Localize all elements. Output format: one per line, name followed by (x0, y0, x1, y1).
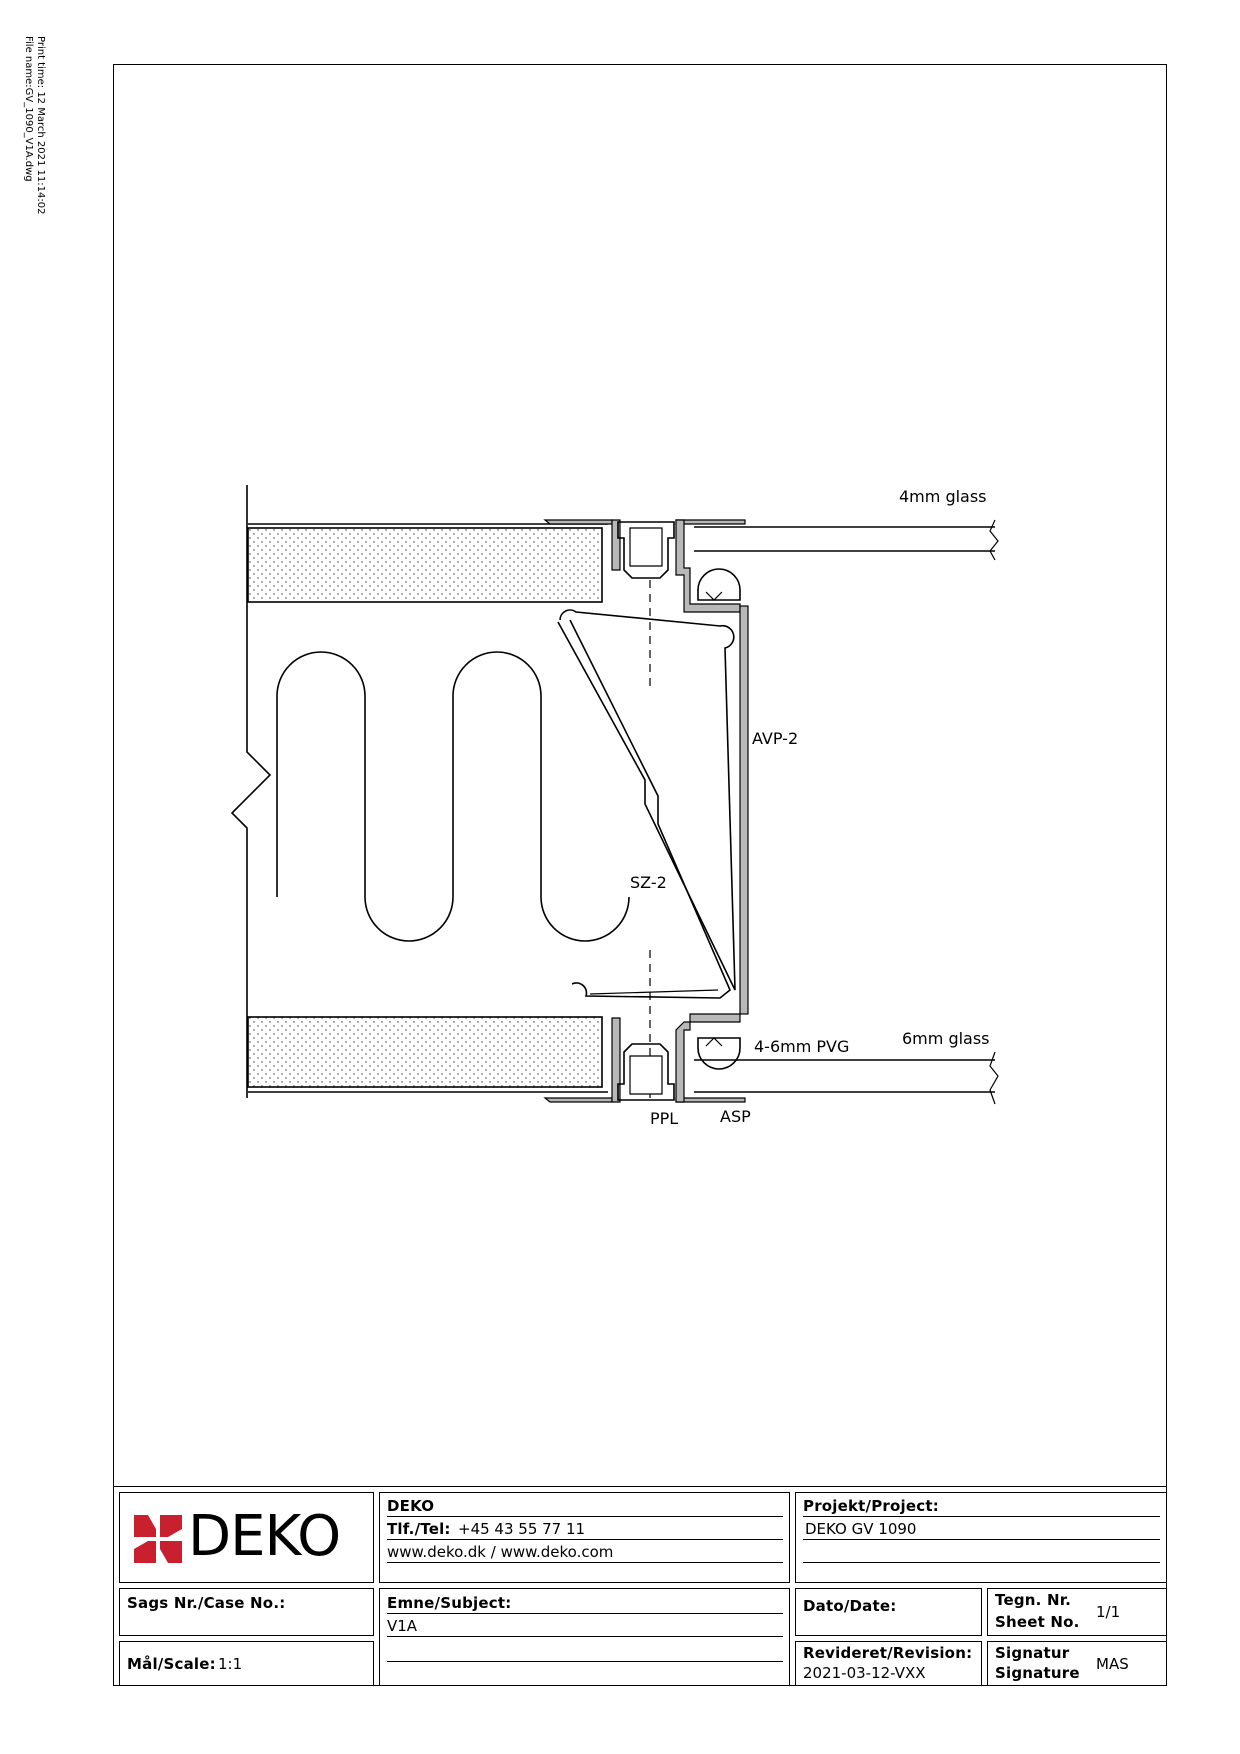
signature-value: MAS (1096, 1655, 1129, 1673)
label-6mm-glass: 6mm glass (902, 1029, 990, 1048)
company-name: DEKO (387, 1497, 435, 1515)
date-label: Dato/Date: (803, 1597, 897, 1615)
wall-edge-line (230, 485, 272, 1098)
subject-label: Emne/Subject: (387, 1594, 512, 1612)
label-avp-2: AVP-2 (752, 729, 798, 748)
deko-logo-icon (134, 1515, 182, 1563)
website-text: www.deko.dk / www.deko.com (387, 1543, 614, 1561)
sz-bracket (557, 609, 736, 991)
sheet-cell: Tegn. Nr. Sheet No. 1/1 (987, 1588, 1167, 1636)
frame-bottom-profile (543, 1097, 613, 1103)
subject-cell: Emne/Subject: V1A (379, 1588, 790, 1686)
revision-label: Revideret/Revision: (803, 1644, 973, 1662)
scale-value: 1:1 (218, 1655, 243, 1673)
project-cell: Projekt/Project: DEKO GV 1090 (795, 1492, 1167, 1583)
label-ppl: PPL (650, 1109, 678, 1128)
signature-label-1: Signatur (995, 1644, 1070, 1662)
tel-value: +45 43 55 77 11 (458, 1520, 586, 1538)
insulation-bottom (247, 1016, 603, 1088)
project-label: Projekt/Project: (803, 1497, 939, 1515)
scale-cell: Mål/Scale: 1:1 (119, 1641, 374, 1686)
label-4mm-glass: 4mm glass (899, 487, 987, 506)
avp-profile (739, 605, 749, 1015)
heating-coil (276, 651, 630, 942)
case-cell: Sags Nr./Case No.: (119, 1588, 374, 1636)
label-asp: ASP (720, 1107, 751, 1126)
project-value: DEKO GV 1090 (805, 1520, 917, 1538)
sheet-label-1: Tegn. Nr. (995, 1591, 1072, 1609)
revision-value: 2021-03-12-VXX (803, 1664, 926, 1682)
frame-top-profile (543, 519, 613, 525)
case-label: Sags Nr./Case No.: (127, 1594, 286, 1612)
date-cell: Dato/Date: (795, 1588, 982, 1636)
company-cell: DEKO Tlf./Tel: +45 43 55 77 11 www.deko.… (379, 1492, 790, 1583)
logo-text: DEKO (188, 1504, 341, 1569)
sheet-label-2: Sheet No. (995, 1613, 1080, 1631)
revision-cell: Revideret/Revision: 2021-03-12-VXX (795, 1641, 982, 1686)
scale-label: Mål/Scale: (127, 1655, 216, 1673)
asp-gasket-top (697, 568, 741, 601)
ppl-gasket-top (617, 521, 675, 579)
signature-cell: Signatur Signature MAS (987, 1641, 1167, 1686)
subject-value: V1A (387, 1617, 418, 1635)
tel-label: Tlf./Tel: (387, 1520, 451, 1538)
label-sz-2: SZ-2 (630, 873, 667, 892)
asp-gasket-bottom (697, 1037, 741, 1070)
label-pvg: 4-6mm PVG (754, 1037, 849, 1056)
insulation-top (247, 527, 603, 603)
sheet-value: 1/1 (1096, 1603, 1121, 1621)
ppl-gasket-bottom (617, 1043, 675, 1101)
signature-label-2: Signature (995, 1664, 1080, 1682)
logo-cell: DEKO (119, 1492, 374, 1583)
